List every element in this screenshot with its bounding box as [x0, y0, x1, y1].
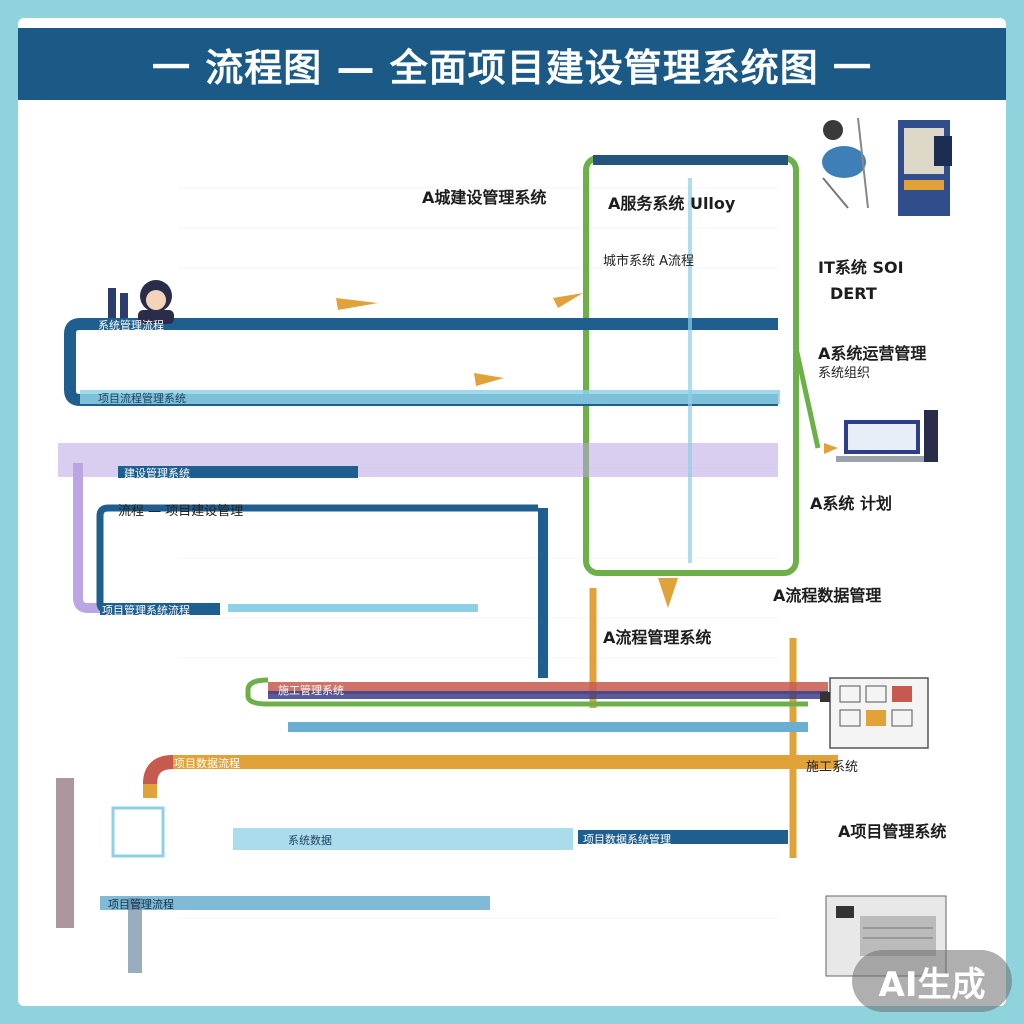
label-right-1b: DERT: [830, 284, 877, 303]
control-panel-icon: [820, 677, 929, 749]
ai-generated-badge: AI生成: [852, 950, 1012, 1012]
label-right-2: A系统运营管理: [818, 344, 927, 363]
indigo-band: [268, 691, 828, 699]
green-connector: [793, 347, 821, 449]
band-text-4: 项目管理系统流程: [102, 604, 190, 617]
arrow-4: [658, 578, 678, 608]
label-left-mid: 流程 — 项目建设管理: [118, 504, 244, 519]
band-text-8: 项目数据系统管理: [583, 833, 671, 846]
title-banner: 一 流程图 — 全面项目建设管理系统图 一: [18, 28, 1006, 100]
label-green-box-title: A服务系统 Ulloy: [608, 194, 736, 213]
label-center-mid: A流程管理系统: [603, 628, 712, 647]
navy-small-bar: [100, 603, 220, 615]
lavender-elbow: [73, 463, 198, 613]
equipment-icon: [898, 120, 952, 216]
red-corner: [143, 755, 174, 785]
left-post-1: [56, 778, 74, 928]
label-right-5: 施工系统: [806, 760, 859, 775]
label-right-2b: 系统组织: [818, 366, 871, 381]
band-text-7: 系统数据: [288, 834, 332, 847]
label-right-1: IT系统 SOI: [818, 258, 904, 277]
orange-loop: [143, 755, 838, 798]
arrow-1: [336, 298, 378, 310]
arrow-3: [474, 373, 504, 386]
inner-navy-loop: [96, 504, 538, 614]
diagram-frame: 一 流程图 — 全面项目建设管理系统图 一: [18, 18, 1006, 1006]
band-text-3: 建设管理系统: [124, 467, 190, 480]
navy-label-bar: [118, 466, 358, 478]
band-text-1: 系统管理流程: [98, 319, 164, 332]
cyan-band-3: [100, 896, 490, 910]
left-post-2: [128, 898, 142, 973]
navy-loop-top: [64, 318, 778, 406]
arrow-2: [553, 293, 583, 308]
label-right-4: A流程数据管理: [773, 586, 882, 605]
navy-band-lower: [578, 830, 788, 844]
label-right-6: A项目管理系统: [838, 822, 947, 841]
band-text-9: 项目管理流程: [108, 898, 174, 911]
worker-icon: [822, 117, 869, 209]
cyan-band-1: [80, 390, 780, 404]
band-text-2: 项目流程管理系统: [98, 392, 186, 405]
cyan-band-2: [233, 828, 573, 850]
monitor-icon: [824, 410, 938, 462]
band-text-6: 项目数据流程: [174, 757, 240, 770]
page-title: 一 流程图 — 全面项目建设管理系统图 一: [152, 45, 872, 90]
person-icon: [108, 280, 174, 324]
label-green-box-sub: 城市系统 A流程: [603, 254, 695, 269]
band-text-5: 施工管理系统: [278, 684, 344, 697]
green-loop-mid: [245, 677, 808, 707]
blue-band: [288, 722, 808, 732]
small-box: [111, 806, 165, 858]
cyan-thin-bar: [228, 604, 478, 612]
label-left-top: A城建设管理系统: [422, 188, 547, 207]
label-right-3: A系统 计划: [810, 494, 892, 513]
